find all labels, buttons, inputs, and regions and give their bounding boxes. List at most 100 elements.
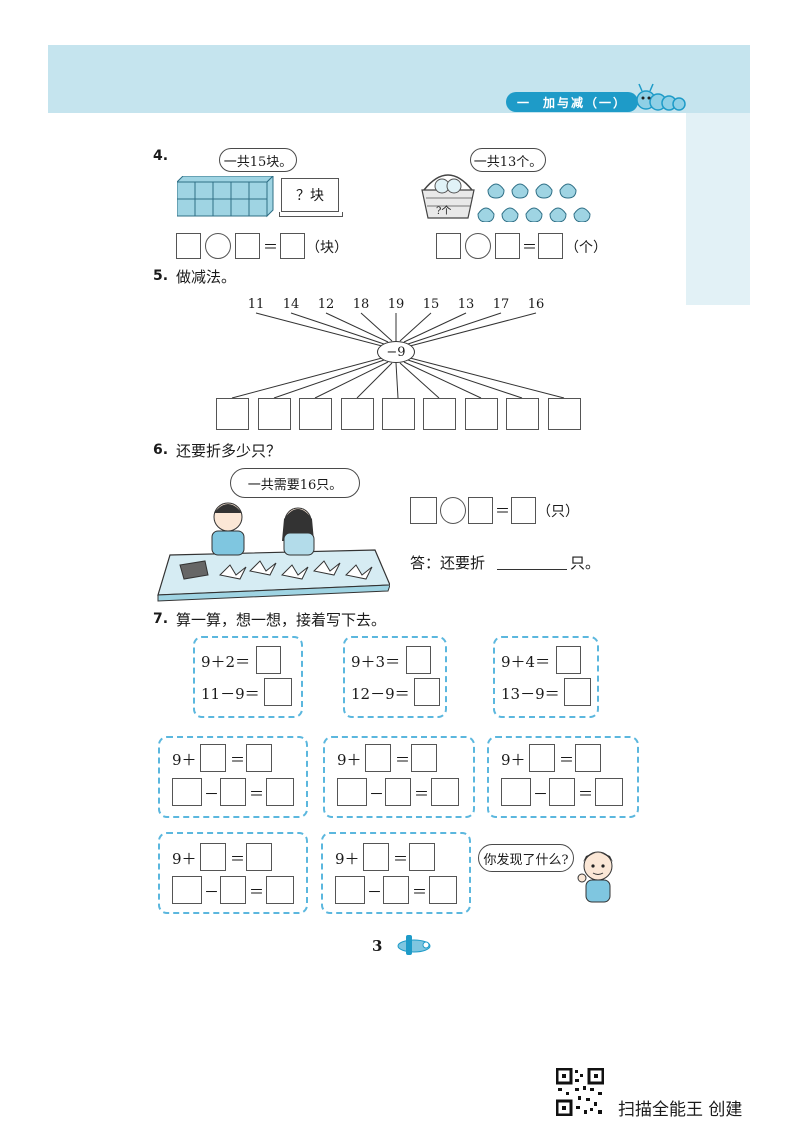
q5-top-number: 18 [352,297,370,312]
q5-answer-box[interactable] [299,398,332,430]
q7-equation: 13－9＝ [501,685,560,703]
q6-box-2[interactable] [468,497,493,524]
q7-answer-box[interactable] [246,744,272,772]
q7-plus-prefix: 9＋ [335,850,360,868]
q4-right-box-2[interactable] [495,233,520,259]
q7-prompt: 算一算，想一想，接着写下去。 [176,611,387,629]
q7-equation: 9＋4＝ [501,653,551,671]
q7-answer-box[interactable] [172,778,202,806]
q7-answer-box[interactable] [564,678,591,706]
equals-sign: ＝ [393,850,409,868]
q4-right-box-3[interactable] [538,233,563,259]
q4-left-box-3[interactable] [280,233,305,259]
unknown-blocks-label: ？块 [281,178,339,212]
q4-left-box-2[interactable] [235,233,260,259]
q4-right-box-1[interactable] [436,233,461,259]
q7-card [158,832,308,914]
q5-answer-box[interactable] [258,398,291,430]
equals-sign: ＝ [263,238,279,256]
minus-sign: － [369,785,385,803]
q7-plus-prefix: 9＋ [337,751,362,769]
q7-answer-box[interactable] [266,778,294,806]
q5-answer-box[interactable] [216,398,249,430]
q5-top-number: 12 [317,297,335,312]
q5-top-number: 13 [457,297,475,312]
q7-answer-box[interactable] [429,876,457,904]
q7-card [487,736,639,818]
q4-left-box-1[interactable] [176,233,201,259]
q7-answer-box[interactable] [246,843,272,871]
caterpillar-mascot-icon [636,83,686,111]
q5-answer-box[interactable] [341,398,374,430]
q6-unit: （只） [537,504,579,520]
equals-sign: ＝ [412,883,428,901]
minus-sign: － [533,785,549,803]
blocks-base-line [279,212,343,217]
q6-answer-blank[interactable] [497,569,567,570]
q6-number: 6. [153,442,169,458]
q7-answer-box[interactable] [200,843,226,871]
q7-answer-box[interactable] [385,778,411,806]
q7-answer-box[interactable] [266,876,294,904]
q7-answer-box[interactable] [529,744,555,772]
basket-label: ?个 [436,206,452,217]
q4-left-unit: （块） [306,240,348,256]
equals-sign: ＝ [249,785,265,803]
q5-top-number: 19 [387,297,405,312]
q7-answer-box[interactable] [365,744,391,772]
q7-answer-box[interactable] [431,778,459,806]
q7-answer-box[interactable] [549,778,575,806]
q7-plus-prefix: 9＋ [172,751,197,769]
q5-answer-box[interactable] [506,398,539,430]
q5-top-number: 17 [492,297,510,312]
q7-equation: 11－9＝ [201,685,260,703]
q7-card [343,636,447,718]
q7-answer-box[interactable] [414,678,440,706]
q7-card [321,832,471,914]
equals-sign: ＝ [230,850,246,868]
q5-answer-box[interactable] [465,398,498,430]
q7-answer-box[interactable] [406,646,431,674]
q6-bubble: 一共需要16只。 [230,468,360,498]
q7-answer-box[interactable] [556,646,581,674]
watermark-text: 扫描全能王 创建 [618,1100,743,1120]
q7-answer-box[interactable] [409,843,435,871]
equals-sign: ＝ [522,238,538,256]
q7-answer-box[interactable] [220,876,246,904]
q4-right-operator-circle[interactable] [465,233,491,259]
q7-equation: 12－9＝ [351,685,410,703]
q4-left-operator-circle[interactable] [205,233,231,259]
q5-answer-box[interactable] [548,398,581,430]
q5-answer-box[interactable] [382,398,415,430]
q7-answer-box[interactable] [264,678,292,706]
q7-answer-box[interactable] [411,744,437,772]
q6-answer-suffix: 只。 [570,554,601,572]
q7-answer-box[interactable] [200,744,226,772]
q7-answer-box[interactable] [501,778,531,806]
q7-answer-box[interactable] [383,876,409,904]
q6-operator-circle[interactable] [440,497,466,524]
q7-answer-box[interactable] [363,843,389,871]
equals-sign: ＝ [249,883,265,901]
q6-box-3[interactable] [511,497,536,524]
peach-basket-icon [421,174,591,222]
children-folding-cranes-icon [157,502,390,602]
equals-sign: ＝ [578,785,594,803]
q6-box-1[interactable] [410,497,437,524]
q7-answer-box[interactable] [256,646,281,674]
q5-prompt: 做减法。 [176,268,237,286]
q5-answer-box[interactable] [423,398,456,430]
q7-answer-box[interactable] [595,778,623,806]
cube-blocks-icon [177,176,274,218]
q7-answer-box[interactable] [575,744,601,772]
airplane-icon [397,935,431,955]
chapter-number: 一 [516,95,531,110]
q5-top-number: 16 [527,297,545,312]
q7-answer-box[interactable] [172,876,202,904]
q7-answer-box[interactable] [337,778,367,806]
q7-answer-box[interactable] [335,876,365,904]
q6-prompt: 还要折多少只？ [176,442,282,460]
q7-plus-prefix: 9＋ [172,850,197,868]
q7-answer-box[interactable] [220,778,246,806]
q5-top-number: 14 [282,297,300,312]
